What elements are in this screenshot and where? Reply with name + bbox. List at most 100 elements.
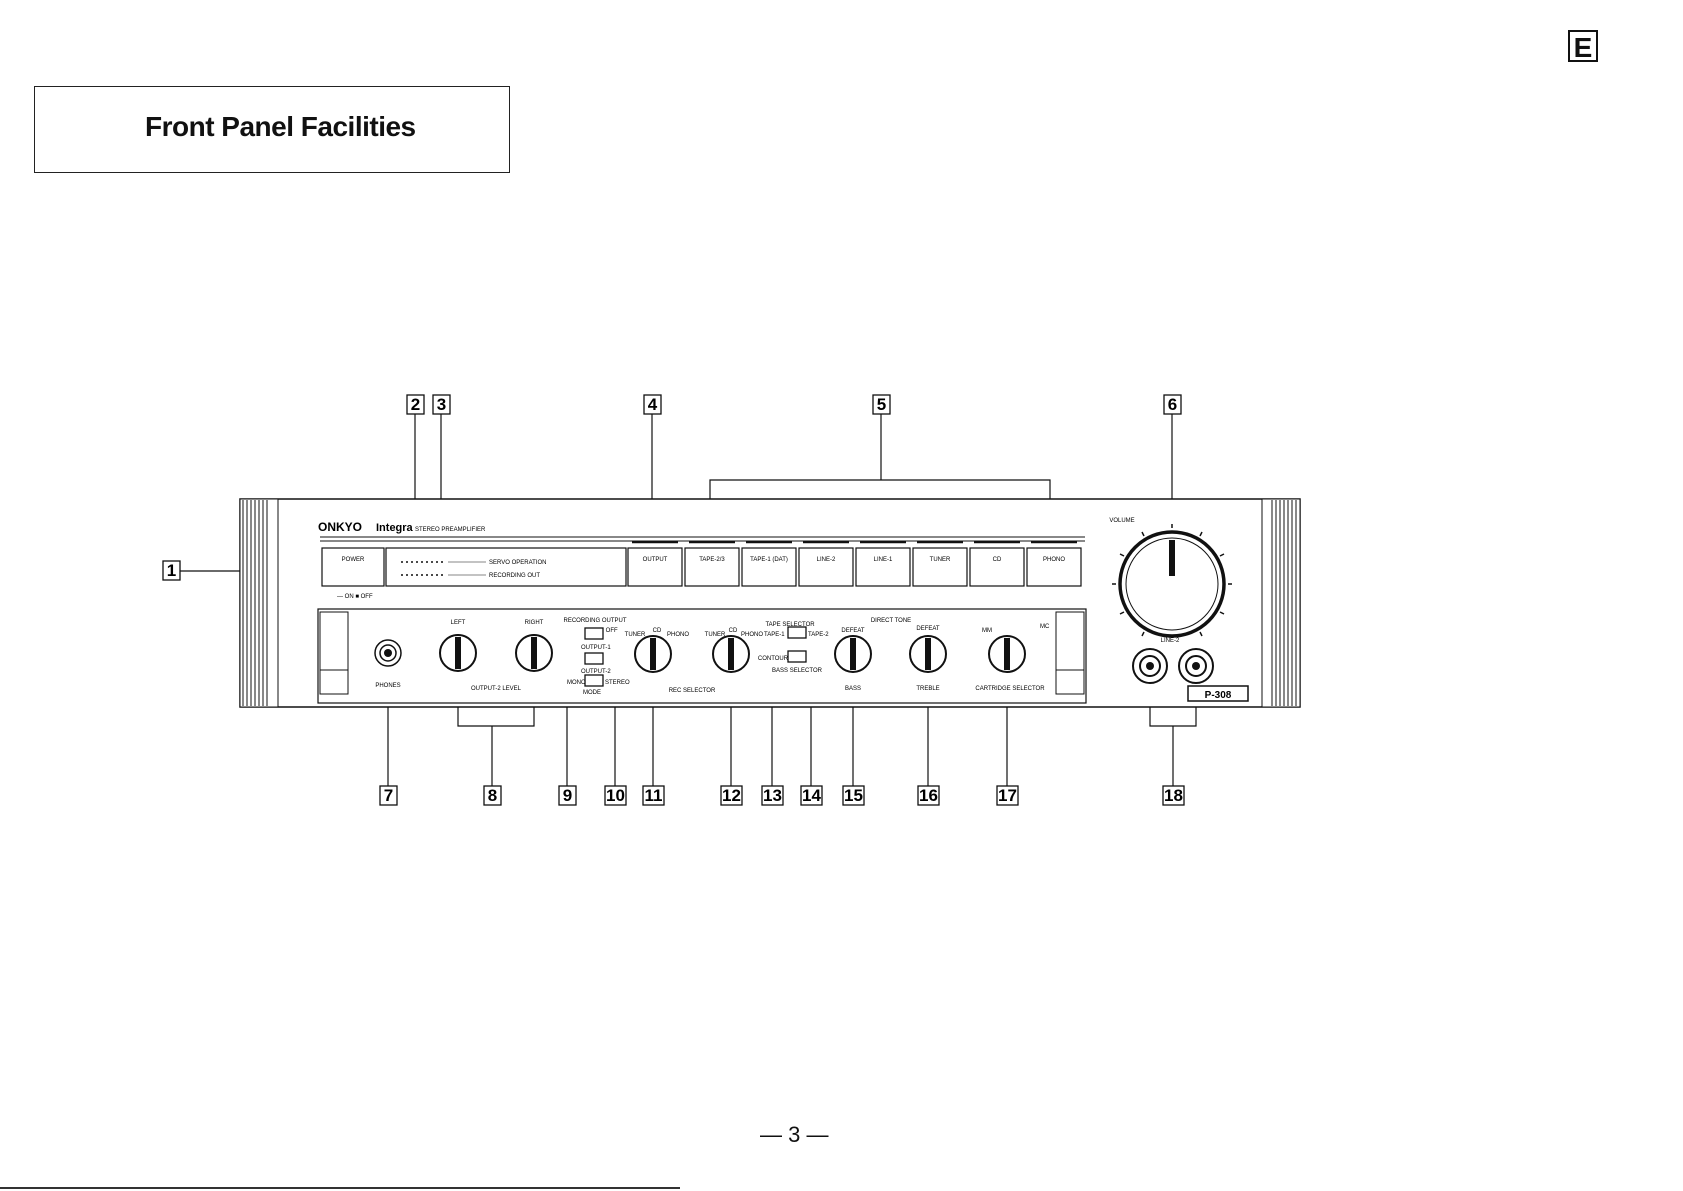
- rec-selector-label: REC SELECTOR: [669, 688, 716, 694]
- rec-tuner-label: TUNER: [625, 632, 646, 638]
- svg-text:18: 18: [1164, 786, 1183, 805]
- power-label: POWER: [342, 557, 365, 563]
- svg-text:1: 1: [167, 561, 176, 580]
- left-label: LEFT: [451, 620, 466, 626]
- cartridge-selector-knob[interactable]: [988, 635, 1026, 673]
- recording-out-label: RECORDING OUT: [489, 573, 540, 579]
- callout-6: 6: [1163, 394, 1182, 415]
- chassis: ONKYO Integra STEREO PREAMPLIFIER POWER …: [239, 498, 1301, 708]
- callout-10: 10: [604, 785, 627, 806]
- rec2-tuner-label: TUNER: [705, 632, 726, 638]
- svg-text:10: 10: [606, 786, 625, 805]
- servo-operation-label: SERVO OPERATION: [489, 560, 546, 566]
- tape-selector-switch[interactable]: [787, 626, 807, 639]
- bass-selector-label: BASS SELECTOR: [772, 668, 823, 674]
- svg-text:8: 8: [488, 786, 497, 805]
- svg-text:12: 12: [722, 786, 741, 805]
- rec2-phono-label: PHONO: [741, 632, 763, 638]
- brand-logo: ONKYO: [318, 520, 362, 534]
- bass-defeat-label: DEFEAT: [841, 628, 865, 634]
- input-button-cd[interactable]: CD: [969, 540, 1025, 587]
- rec2-cd-label: CD: [729, 628, 738, 634]
- right-label: RIGHT: [525, 620, 544, 626]
- recording-output-on-off: ON OFF: [595, 628, 618, 634]
- output1-label: OUTPUT-1: [581, 645, 611, 651]
- callout-3: 3: [432, 394, 451, 415]
- line2-jack-right[interactable]: [1178, 648, 1214, 684]
- bass-knob[interactable]: [834, 635, 872, 673]
- callout-7: 7: [379, 785, 398, 806]
- input-button-output[interactable]: OUTPUT: [627, 540, 683, 587]
- line2-jack-left[interactable]: [1132, 648, 1168, 684]
- input-button-line-1[interactable]: LINE-1: [855, 540, 911, 587]
- svg-text:OUTPUT: OUTPUT: [643, 557, 668, 563]
- input-button-phono[interactable]: PHONO: [1026, 540, 1082, 587]
- callout-11: 11: [642, 785, 665, 806]
- callout-9: 9: [558, 785, 577, 806]
- svg-text:TUNER: TUNER: [930, 557, 951, 563]
- output-select-switch[interactable]: [584, 652, 604, 665]
- page-title: Front Panel Facilities: [145, 111, 416, 142]
- input-button-tape-2-3[interactable]: TAPE-2/3: [684, 540, 740, 587]
- svg-text:7: 7: [384, 786, 393, 805]
- callout-2: 2: [406, 394, 425, 415]
- callout-5: 5: [872, 394, 891, 415]
- phones-jack[interactable]: [374, 639, 402, 667]
- input-button-tape-1-dat[interactable]: TAPE-1 (DAT): [741, 540, 797, 587]
- indicator-window: [385, 547, 627, 587]
- svg-text:11: 11: [645, 786, 663, 805]
- model-badge: [1187, 685, 1249, 702]
- callout-16: 16: [917, 785, 940, 806]
- callout-8: 8: [483, 785, 502, 806]
- series-logo: Integra: [376, 522, 414, 534]
- svg-text:PHONO: PHONO: [1043, 557, 1065, 563]
- bass-label: BASS: [845, 686, 861, 692]
- power-button[interactable]: [321, 547, 385, 587]
- contour-label: CONTOUR: [758, 656, 789, 662]
- mode-switch[interactable]: [584, 674, 604, 687]
- callout-13: 13: [761, 785, 784, 806]
- device-description: STEREO PREAMPLIFIER: [415, 527, 486, 533]
- rec-selector-knob-b[interactable]: [712, 635, 750, 673]
- treble-label: TREBLE: [916, 686, 939, 692]
- callout-14: 14: [800, 785, 823, 806]
- stereo-label: STEREO: [605, 680, 630, 686]
- cartridge-selector-label: CARTRIDGE SELECTOR: [975, 686, 1045, 692]
- svg-text:14: 14: [802, 786, 821, 805]
- section-title-box: Front Panel Facilities: [34, 86, 510, 173]
- input-button-tuner[interactable]: TUNER: [912, 540, 968, 587]
- tape1-label: TAPE-1: [764, 632, 785, 638]
- language-badge: E: [1568, 30, 1598, 63]
- line2-label: LINE-2: [1161, 638, 1180, 644]
- tape-selector-label: TAPE SELECTOR: [765, 622, 815, 628]
- svg-text:5: 5: [877, 395, 886, 414]
- output2-label: OUTPUT-2: [581, 669, 611, 675]
- input-button-line-2[interactable]: LINE-2: [798, 540, 854, 587]
- bass-selector-switch[interactable]: [787, 650, 807, 663]
- svg-text:TAPE-2/3: TAPE-2/3: [699, 557, 725, 563]
- callout-17: 17: [996, 785, 1019, 806]
- servo-indicator-dots: [401, 561, 443, 576]
- treble-knob[interactable]: [909, 635, 947, 673]
- svg-text:9: 9: [563, 786, 572, 805]
- rec-selector-knob-a[interactable]: [634, 635, 672, 673]
- callout-1: 1: [162, 560, 181, 581]
- callout-18: 18: [1162, 785, 1185, 806]
- tape2-label: TAPE-2: [808, 632, 829, 638]
- power-state-label: — ON ■ OFF: [337, 594, 373, 600]
- svg-text:CD: CD: [993, 557, 1002, 563]
- volume-knob[interactable]: [1118, 530, 1226, 638]
- callout-4: 4: [643, 394, 662, 415]
- right-wood-side-panel: [1261, 498, 1301, 708]
- phones-label: PHONES: [375, 683, 400, 689]
- output2-level-label: OUTPUT-2 LEVEL: [471, 686, 522, 692]
- volume-label: VOLUME: [1109, 518, 1134, 524]
- rec-phono-label: PHONO: [667, 632, 689, 638]
- mono-label: MONO: [567, 680, 586, 686]
- output2-level-left-knob[interactable]: [439, 634, 477, 672]
- model-name: P-308: [1205, 690, 1232, 701]
- recording-output-switch[interactable]: [584, 627, 604, 640]
- output2-level-right-knob[interactable]: [515, 634, 553, 672]
- rec-cd-label: CD: [653, 628, 662, 634]
- callout-12: 12: [720, 785, 743, 806]
